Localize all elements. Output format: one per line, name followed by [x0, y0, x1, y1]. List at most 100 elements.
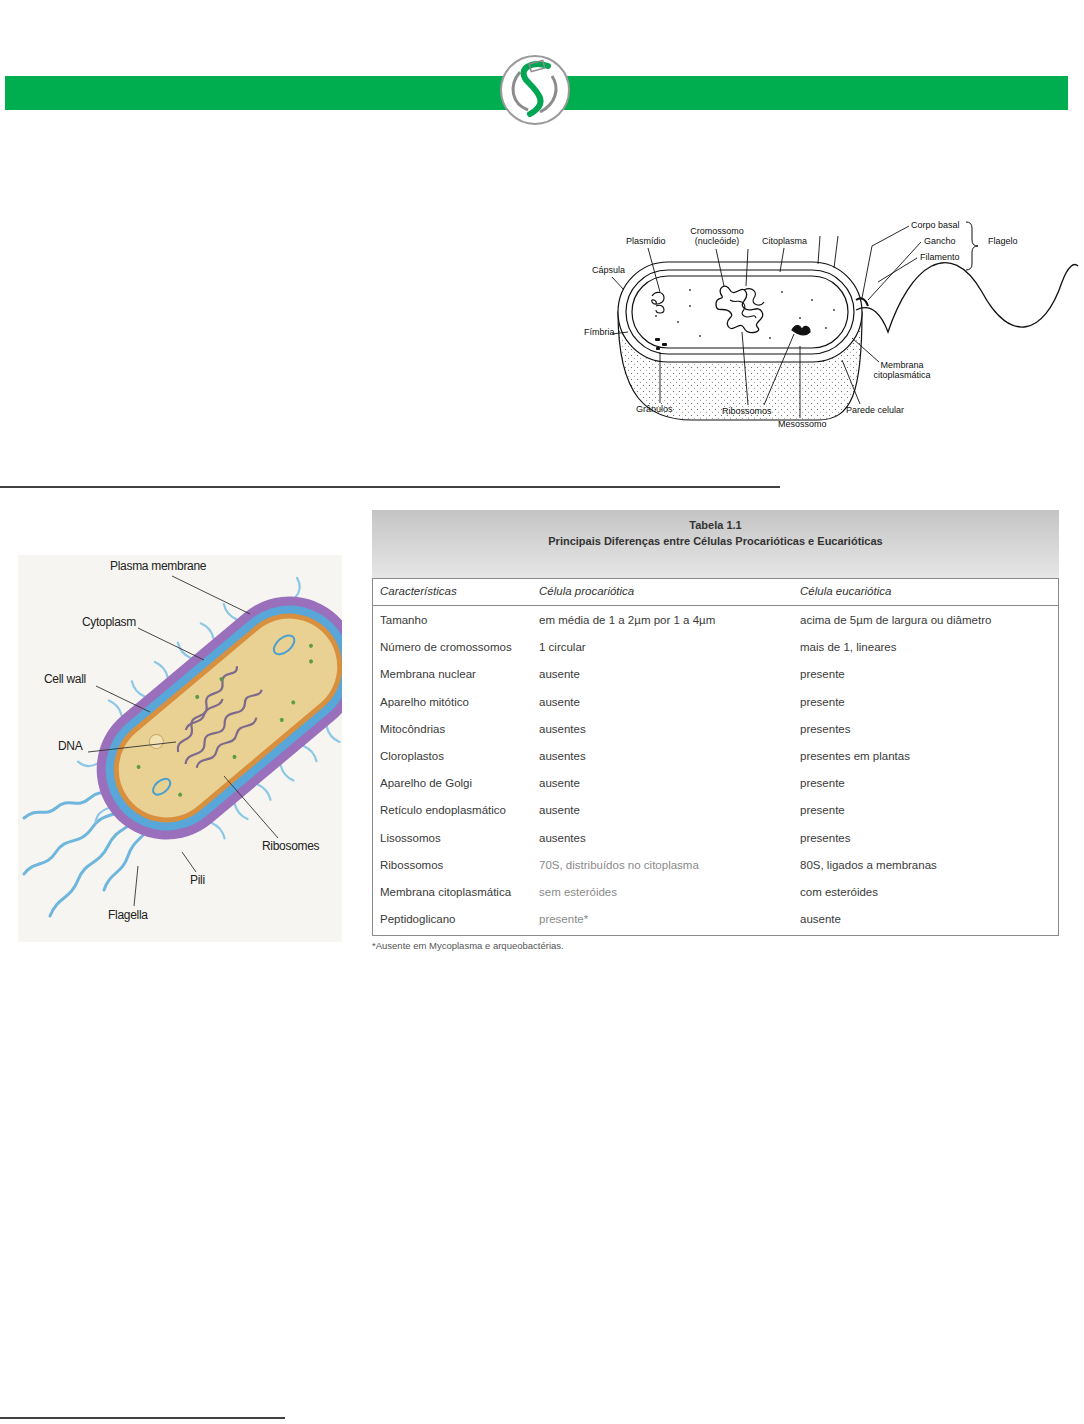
- bacterium-drawing-part: [626, 270, 854, 354]
- bacterium-drawing-part-part: [825, 327, 827, 329]
- bacterium-illustration-part-part-part: [212, 821, 227, 838]
- bacterium-drawing-part-part: [699, 335, 701, 337]
- bacterium-illustration-part-part-part: [160, 666, 255, 752]
- part-label: Filamento: [920, 252, 960, 262]
- part-label: Grânulos: [636, 404, 673, 414]
- table-cell: Membrana nuclear: [380, 668, 476, 681]
- part-label: Cytoplasm: [82, 616, 136, 630]
- bacterium-illustration-part-part: [96, 686, 150, 712]
- table-cell: Aparelho de Golgi: [380, 777, 472, 790]
- table-cell: ausentes: [539, 750, 586, 763]
- bacterium-illustration-part-part-part: [219, 676, 225, 682]
- part-label: Ribossomos: [722, 406, 772, 416]
- table-cell: presente*: [539, 913, 588, 926]
- bacterium-illustration-part-part-part: [233, 804, 248, 821]
- header-bar-part: [540, 76, 556, 112]
- bacterium-drawing-part-part: [764, 334, 794, 405]
- bacterium-drawing-part-part: [852, 338, 879, 362]
- bacterium-illustration-part-part-part: [93, 807, 109, 821]
- bacterium-illustration-part-part: [81, 581, 342, 856]
- bacterium-drawing-part: [618, 262, 862, 362]
- bacterium-drawing-part-part: [655, 338, 660, 341]
- part-label: Flagella: [108, 909, 148, 923]
- bacterium-drawing-part: [655, 338, 667, 350]
- bacterium-illustration-part-part: [150, 776, 173, 798]
- table-cell: ausente: [539, 777, 580, 790]
- table-cell: presentes: [800, 723, 851, 736]
- part-label: Corpo basal: [911, 220, 960, 230]
- bacterium-drawing-part: [966, 222, 978, 270]
- footnote: *Ausente em Mycoplasma e arqueobactérias…: [372, 941, 564, 952]
- bacterium-illustration-part-part-part: [178, 687, 267, 764]
- bacterium-illustration-part-part-part: [130, 681, 145, 698]
- bacterium-illustration-part-part-part: [290, 700, 296, 706]
- part-label: Fímbria: [584, 327, 615, 337]
- bacterium-illustration-part-part-part: [109, 699, 124, 716]
- bacterium-illustration-part-part: [182, 852, 196, 872]
- bacterium-illustration-part-part: [224, 776, 278, 838]
- bacterium-drawing-part-part: [862, 226, 909, 298]
- table-cell: presente: [800, 696, 845, 709]
- bacterium-illustration-part-part: [158, 663, 274, 773]
- bacterium-drawing-part-part: [677, 321, 679, 323]
- bacterium-illustration-part-part-part: [308, 643, 314, 649]
- table-cell: presentes em plantas: [800, 750, 910, 763]
- part-label: Cromossomo (nucleóide): [684, 226, 750, 247]
- bacterium-drawing-part-part: [834, 236, 838, 268]
- part-label: Flagelo: [988, 236, 1018, 246]
- bacterium-illustration-part-part: [99, 599, 342, 837]
- bacterium-drawing-part-part: [716, 249, 724, 286]
- table-cell: Ribossomos: [380, 859, 443, 872]
- header-bar-part: [513, 72, 528, 110]
- bacterium-illustration-part-part-part: [286, 578, 306, 598]
- bacterium-drawing-part: [656, 305, 664, 313]
- part-label: Parede celular: [846, 405, 904, 415]
- bacterium-illustration-part-part-part: [325, 727, 340, 744]
- table-cell: ausente: [539, 668, 580, 681]
- bacterium-drawing-part-part: [842, 360, 860, 404]
- bacterium-illustration: [18, 555, 342, 942]
- bacterium-drawing-part-part: [878, 258, 917, 282]
- table-cell: ausente: [800, 913, 841, 926]
- bacterium-illustration-part: [41, 555, 342, 895]
- bacterium-drawing-part: [730, 300, 756, 318]
- bacterium-drawing-part-part: [660, 352, 661, 403]
- table-cell: Número de cromossomos: [380, 641, 512, 654]
- bacterium-illustration-part-part-part: [177, 792, 183, 798]
- bacterium-drawing-part: [632, 276, 848, 348]
- bacterium-drawing-part: [856, 263, 1078, 332]
- table-cell: presente: [800, 668, 845, 681]
- bacterium-illustration-part-part-part: [176, 643, 191, 660]
- table-cell: em média de 1 a 2µm por 1 a 4µm: [539, 614, 715, 627]
- table-cell: Tamanho: [380, 614, 427, 627]
- table-cell: Aparelho mitótico: [380, 696, 469, 709]
- bacterium-drawing-part: [744, 289, 764, 305]
- table-frame: [372, 511, 1059, 936]
- bacterium-illustration-part-part: [172, 576, 250, 614]
- part-label: Cell wall: [44, 673, 86, 687]
- table-cell: Mitocôndrias: [380, 723, 445, 736]
- bacterium-illustration-part-part: [92, 592, 342, 844]
- table-cell: ausentes: [539, 723, 586, 736]
- table-header-band: Tabela 1.1Principais Diferenças entre Cé…: [372, 510, 1059, 578]
- table-cell: ausente: [539, 804, 580, 817]
- table-frame-part: [373, 511, 1059, 936]
- part-label: Plasmídio: [626, 236, 666, 246]
- part-label: Pili: [190, 874, 205, 888]
- bacterium-drawing-part-part: [655, 315, 657, 317]
- table-cell: Membrana citoplasmática: [380, 886, 511, 899]
- bacterium-illustration-part-part-part: [194, 694, 200, 700]
- bacterium-illustration-part-part-part: [78, 753, 98, 773]
- bacterium-illustration-part-part-part: [258, 783, 273, 800]
- bacterium-drawing-part-part: [769, 337, 771, 339]
- table-cell: Peptidoglicano: [380, 913, 455, 926]
- bacterium-drawing-part-part: [811, 299, 813, 301]
- rule-line: [0, 1417, 285, 1419]
- header-bar-part: [524, 64, 548, 114]
- header-bar-part: [501, 56, 569, 124]
- table-number: Tabela 1.1: [372, 518, 1059, 534]
- bacterium-drawing: [612, 222, 1078, 420]
- bacterium-illustration-part-part-part: [136, 764, 142, 770]
- bacterium-illustration-part-part: [88, 742, 176, 752]
